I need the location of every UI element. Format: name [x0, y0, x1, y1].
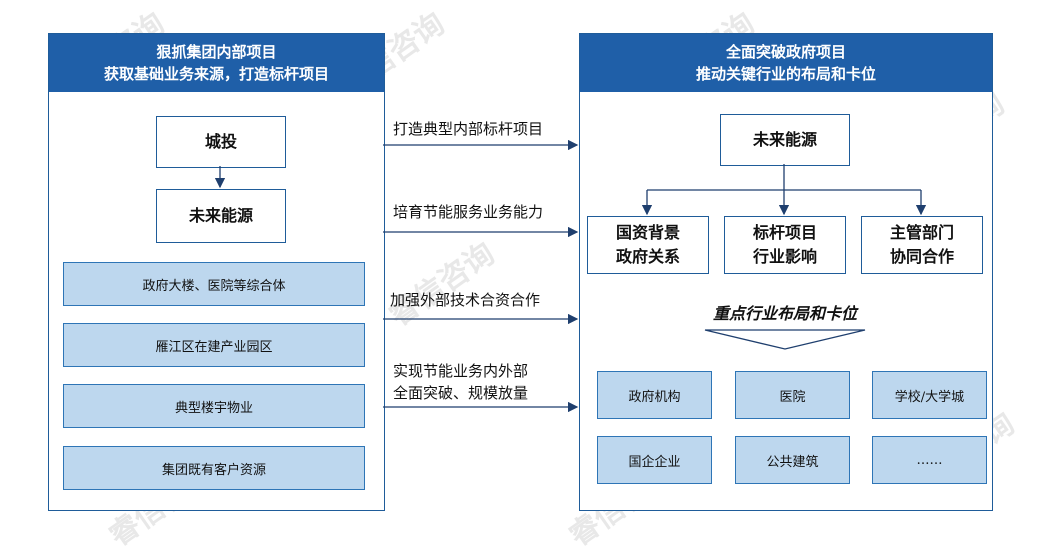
chengtou-box: 城投 — [156, 116, 286, 168]
left-item-1: 政府大楼、医院等综合体 — [63, 262, 365, 306]
connector-label-2: 培育节能服务业务能力 — [393, 203, 544, 221]
chevron-down-icon — [704, 329, 866, 350]
branch-2-line2: 行业影响 — [752, 247, 817, 266]
key-industry-subtitle: 重点行业布局和卡位 — [712, 304, 857, 323]
left-item-3: 典型楼宇物业 — [63, 384, 365, 428]
branch-box-3: 主管部门 协同合作 — [861, 216, 983, 274]
branch-1-line2: 政府关系 — [615, 247, 680, 266]
right-header-line1: 全面突破政府项目 — [725, 43, 846, 61]
right-future-energy-box: 未来能源 — [720, 114, 850, 166]
sector-3: 学校/大学城 — [872, 371, 987, 419]
connector-label-1: 打造典型内部标杆项目 — [393, 120, 544, 138]
branch-box-1: 国资背景 政府关系 — [587, 216, 709, 274]
connector-label-4a: 实现节能业务内外部 — [393, 362, 529, 380]
sector-2: 医院 — [735, 371, 850, 419]
left-header-line1: 狠抓集团内部项目 — [156, 43, 277, 61]
branch-box-2: 标杆项目 行业影响 — [724, 216, 846, 274]
sector-5: 公共建筑 — [735, 436, 850, 484]
branch-3-line1: 主管部门 — [889, 223, 954, 242]
right-panel-header: 全面突破政府项目 推动关键行业的布局和卡位 — [580, 34, 992, 92]
branch-2-line1: 标杆项目 — [752, 223, 817, 242]
branch-1-line1: 国资背景 — [615, 223, 680, 242]
left-panel-header: 狠抓集团内部项目 获取基础业务来源，打造标杆项目 — [49, 34, 384, 92]
connector-label-3: 加强外部技术合资合作 — [390, 291, 541, 309]
left-item-2: 雁江区在建产业园区 — [63, 323, 365, 367]
left-item-4: 集团既有客户资源 — [63, 446, 365, 490]
sector-6: …… — [872, 436, 987, 484]
branch-3-line2: 协同合作 — [889, 247, 954, 266]
left-header-line2: 获取基础业务来源，打造标杆项目 — [103, 65, 329, 83]
right-header-line2: 推动关键行业的布局和卡位 — [695, 65, 876, 83]
sector-4: 国企企业 — [597, 436, 712, 484]
connector-label-4b: 全面突破、规模放量 — [393, 384, 529, 402]
left-future-energy-box: 未来能源 — [156, 189, 286, 243]
sector-1: 政府机构 — [597, 371, 712, 419]
